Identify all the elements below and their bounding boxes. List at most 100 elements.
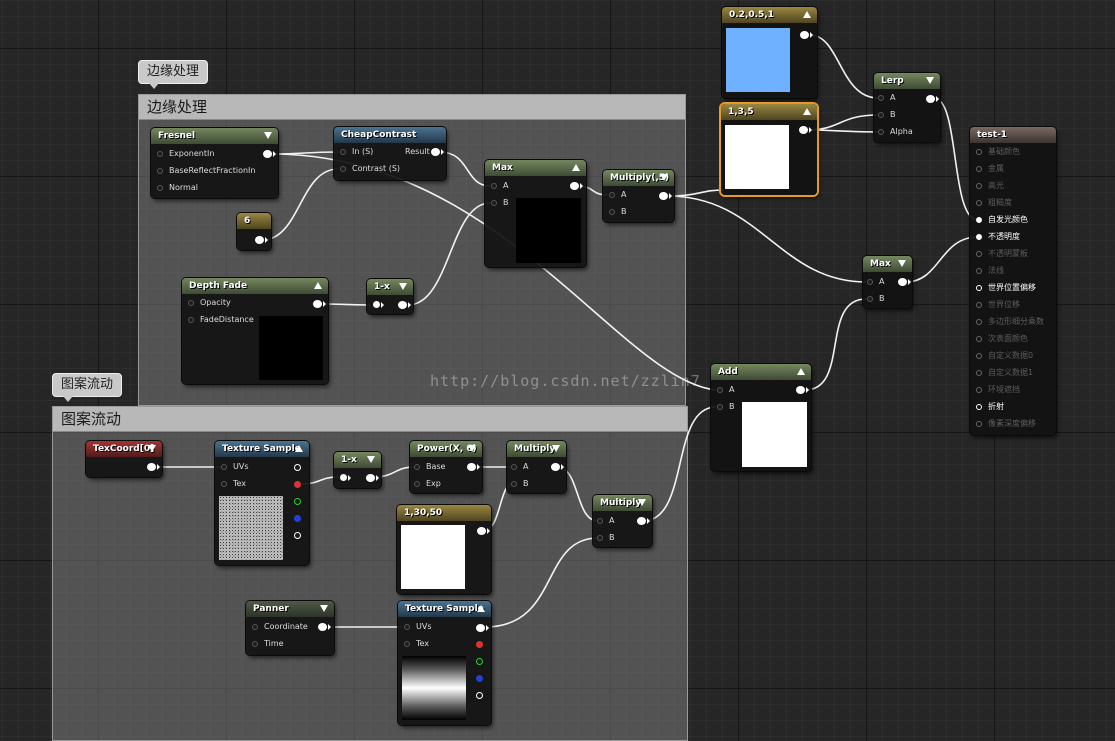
result-pin-pixel-depth-offset[interactable]: 像素深度偏移	[976, 418, 1036, 430]
input-pin-b[interactable]: B	[878, 109, 896, 121]
output-pin-blue[interactable]	[476, 675, 483, 682]
output-pin[interactable]	[467, 463, 480, 471]
collapse-arrow-icon[interactable]	[399, 283, 407, 290]
collapse-arrow-icon[interactable]	[320, 605, 328, 612]
input-pin-time[interactable]: Time	[252, 638, 284, 650]
collapse-arrow-icon[interactable]	[552, 445, 560, 452]
output-pin[interactable]	[637, 517, 650, 525]
input-pin-opacity[interactable]: Opacity	[188, 297, 231, 309]
output-pin[interactable]	[659, 192, 672, 200]
output-pin[interactable]	[551, 463, 564, 471]
collapse-arrow-icon[interactable]	[926, 77, 934, 84]
comment-title-edge[interactable]: 边缘处理	[139, 95, 685, 120]
result-pin-normal[interactable]: 法线	[976, 265, 1004, 277]
input-pin-tex[interactable]: Tex	[221, 478, 246, 490]
output-pin-red[interactable]	[476, 641, 483, 648]
texcoord-node[interactable]: TexCoord[0]	[86, 441, 162, 477]
input-pin[interactable]	[373, 301, 384, 308]
output-pin[interactable]	[898, 278, 911, 286]
input-pin-uvs[interactable]: UVs	[404, 621, 432, 633]
comment-bubble-edge[interactable]: 边缘处理	[138, 60, 209, 89]
add-node[interactable]: Add A B	[711, 364, 811, 471]
result-pin-subsurface[interactable]: 次表面颜色	[976, 333, 1028, 345]
result-pin-emissive[interactable]: 自发光颜色	[976, 214, 1028, 226]
result-pin-refraction[interactable]: 折射	[976, 401, 1004, 413]
result-pin-opacity[interactable]: 不透明度	[976, 231, 1020, 243]
collapse-arrow-icon[interactable]	[660, 174, 668, 181]
input-pin-a[interactable]: A	[867, 276, 884, 288]
result-pin-world-position-offset[interactable]: 世界位置偏移	[976, 282, 1036, 294]
result-pin-metallic[interactable]: 金属	[976, 163, 1004, 175]
constant-6-node[interactable]: 6	[237, 213, 271, 250]
output-pin[interactable]	[398, 301, 411, 309]
output-pin[interactable]	[800, 31, 813, 39]
input-pin-a[interactable]: A	[878, 92, 895, 104]
input-pin-coordinate[interactable]: Coordinate	[252, 621, 308, 633]
input-pin-b[interactable]: B	[867, 293, 885, 305]
input-pin-basereflect[interactable]: BaseReflectFractionIn	[157, 165, 255, 177]
input-pin[interactable]	[340, 474, 351, 481]
output-pin[interactable]	[366, 474, 379, 482]
input-pin-b[interactable]: B	[597, 532, 615, 544]
collapse-arrow-icon[interactable]	[314, 282, 322, 289]
output-pin-alpha[interactable]	[294, 532, 301, 539]
collapse-arrow-icon[interactable]	[572, 164, 580, 171]
collapse-arrow-icon[interactable]	[264, 132, 272, 139]
input-pin-base[interactable]: Base	[414, 461, 445, 473]
input-pin-a[interactable]: A	[491, 180, 508, 192]
output-pin-result[interactable]	[431, 148, 444, 156]
output-pin[interactable]	[313, 300, 326, 308]
input-pin-a[interactable]: A	[609, 189, 626, 201]
collapse-arrow-icon[interactable]	[803, 11, 811, 18]
output-pin-green[interactable]	[294, 498, 301, 505]
input-pin-b[interactable]: B	[511, 478, 529, 490]
collapse-arrow-icon[interactable]	[367, 456, 375, 463]
power-node[interactable]: Power(X, 6) Base Exp	[410, 441, 482, 493]
color-constant-135-node[interactable]: 1,3,5	[721, 104, 817, 195]
collapse-arrow-icon[interactable]	[468, 445, 476, 452]
depth-fade-node[interactable]: Depth Fade Opacity FadeDistance	[182, 278, 328, 384]
max-node-2[interactable]: Max A B	[863, 256, 912, 308]
input-pin-a[interactable]: A	[717, 384, 734, 396]
output-pin[interactable]	[477, 527, 490, 535]
multiply-node-2[interactable]: Multiply A B	[507, 441, 566, 493]
panner-node[interactable]: Panner Coordinate Time	[246, 601, 334, 655]
collapse-arrow-icon[interactable]	[477, 605, 485, 612]
input-pin-contrast[interactable]: Contrast (S)	[340, 163, 400, 175]
output-pin[interactable]	[926, 95, 939, 103]
input-pin-alpha[interactable]: Alpha	[878, 126, 913, 138]
input-pin-a[interactable]: A	[511, 461, 528, 473]
input-pin-tex[interactable]: Tex	[404, 638, 429, 650]
collapse-arrow-icon[interactable]	[638, 499, 646, 506]
input-pin-uvs[interactable]: UVs	[221, 461, 249, 473]
result-pin-base-color[interactable]: 基础颜色	[976, 146, 1020, 158]
fresnel-node[interactable]: Fresnel ExponentIn BaseReflectFractionIn…	[151, 128, 278, 198]
input-pin-b[interactable]: B	[491, 197, 509, 209]
output-pin-alpha[interactable]	[476, 692, 483, 699]
material-result-node[interactable]: test-1 基础颜色 金属 高光 粗糙度 自发光颜色 不透明度 不透明蒙板 法…	[970, 127, 1056, 435]
result-pin-world-displacement[interactable]: 世界位移	[976, 299, 1020, 311]
input-pin-in[interactable]: In (S)	[340, 146, 373, 158]
input-pin-b[interactable]: B	[717, 401, 735, 413]
output-pin[interactable]	[318, 623, 331, 631]
collapse-arrow-icon[interactable]	[803, 108, 811, 115]
result-pin-opacity-mask[interactable]: 不透明蒙板	[976, 248, 1028, 260]
output-pin[interactable]	[570, 182, 583, 190]
collapse-arrow-icon[interactable]	[898, 260, 906, 267]
collapse-arrow-icon[interactable]	[797, 368, 805, 375]
input-pin-fadedistance[interactable]: FadeDistance	[188, 314, 254, 326]
result-pin-custom-data-0[interactable]: 自定义数据0	[976, 350, 1033, 362]
texture-sample-node-2[interactable]: Texture Sample UVs Tex	[398, 601, 491, 725]
comment-bubble-pattern[interactable]: 图案流动	[52, 373, 123, 402]
multiply-node-3[interactable]: Multiply A B	[593, 495, 652, 547]
lerp-node[interactable]: Lerp A B Alpha	[874, 73, 940, 142]
result-pin-tessellation[interactable]: 多边形细分乘数	[976, 316, 1044, 328]
input-pin-exp[interactable]: Exp	[414, 478, 441, 490]
output-pin[interactable]	[147, 463, 160, 471]
cheapcontrast-node[interactable]: CheapContrast In (S) Contrast (S) Result	[334, 127, 446, 180]
collapse-arrow-icon[interactable]	[295, 445, 303, 452]
collapse-arrow-icon[interactable]	[148, 445, 156, 452]
output-pin-rgb[interactable]	[294, 464, 301, 471]
output-pin-green[interactable]	[476, 658, 483, 665]
color-constant-13050-node[interactable]: 1,30,50	[397, 505, 491, 594]
